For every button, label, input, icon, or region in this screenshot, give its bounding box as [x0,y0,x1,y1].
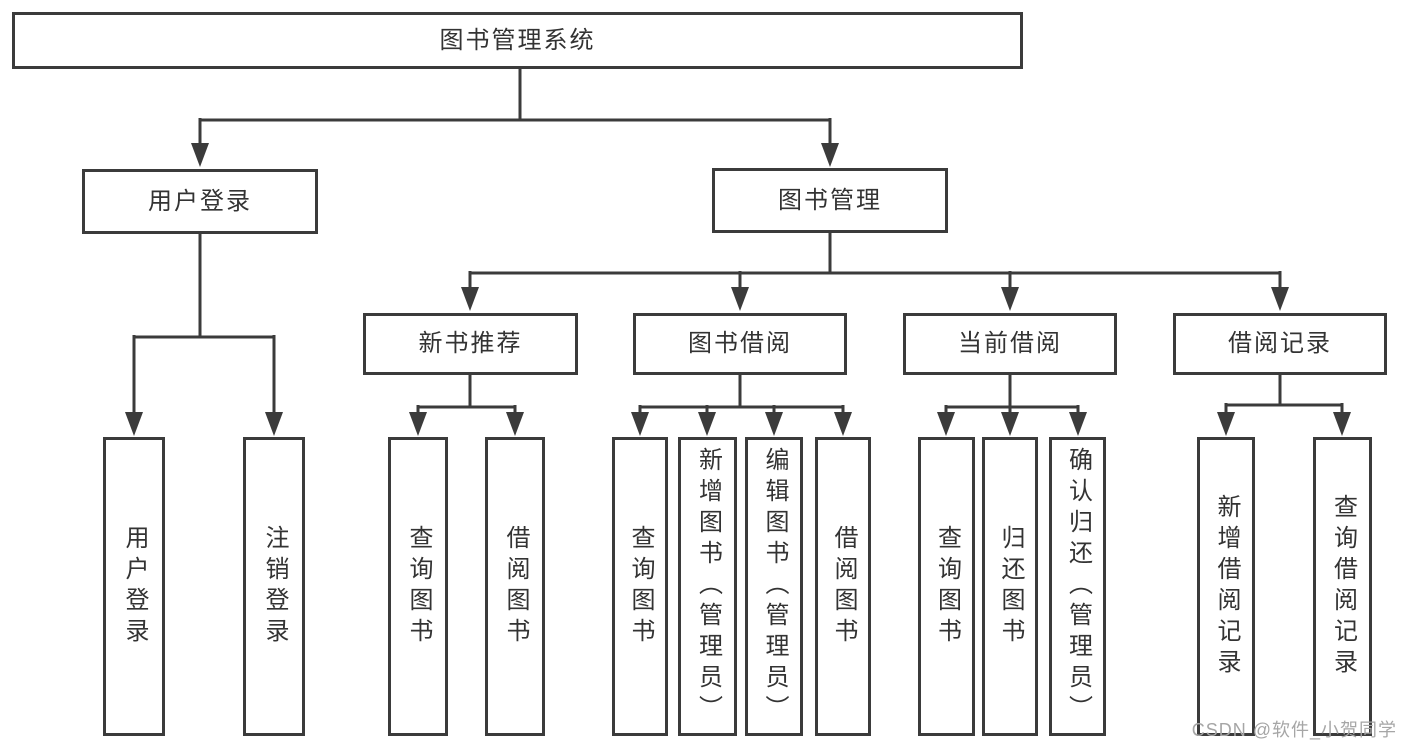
node-leaf-logout: 注销登录 [243,437,305,736]
node-book-borrowing: 图书借阅 [633,313,847,375]
node-system-root: 图书管理系统 [12,12,1023,69]
edge-borrow-records-to-leaves [1217,375,1351,436]
node-leaf-query-books-2: 查询图书 [612,437,668,736]
node-leaf-return-books: 归还图书 [982,437,1038,736]
node-leaf-user-login: 用户登录 [103,437,165,736]
node-leaf-borrow-books-2: 借阅图书 [815,437,871,736]
node-leaf-add-books-admin: 新增图书（管理员） [678,437,737,736]
edge-book-mgmt-to-level3 [461,233,1289,311]
node-new-book-recommend: 新书推荐 [363,313,578,375]
node-book-management: 图书管理 [712,168,948,233]
edge-root-to-level2 [191,68,839,167]
node-current-borrowing: 当前借阅 [903,313,1117,375]
node-leaf-add-borrow-record: 新增借阅记录 [1197,437,1255,736]
node-leaf-edit-books-admin: 编辑图书（管理员） [745,437,803,736]
edge-current-borrow-to-leaves [937,375,1087,436]
node-leaf-query-books-3: 查询图书 [918,437,975,736]
node-leaf-confirm-return-admin: 确认归还（管理员） [1049,437,1106,736]
node-borrowing-records: 借阅记录 [1173,313,1387,375]
csdn-watermark: CSDN @软件_小贺同学 [1191,720,1397,740]
edge-book-borrow-to-leaves [631,375,852,436]
node-user-login: 用户登录 [82,169,318,234]
node-leaf-borrow-books-1: 借阅图书 [485,437,545,736]
node-leaf-query-borrow-record: 查询借阅记录 [1313,437,1372,736]
edge-new-book-to-leaves [409,375,524,436]
node-leaf-query-books-1: 查询图书 [388,437,448,736]
edge-user-login-to-leaves [125,234,283,436]
